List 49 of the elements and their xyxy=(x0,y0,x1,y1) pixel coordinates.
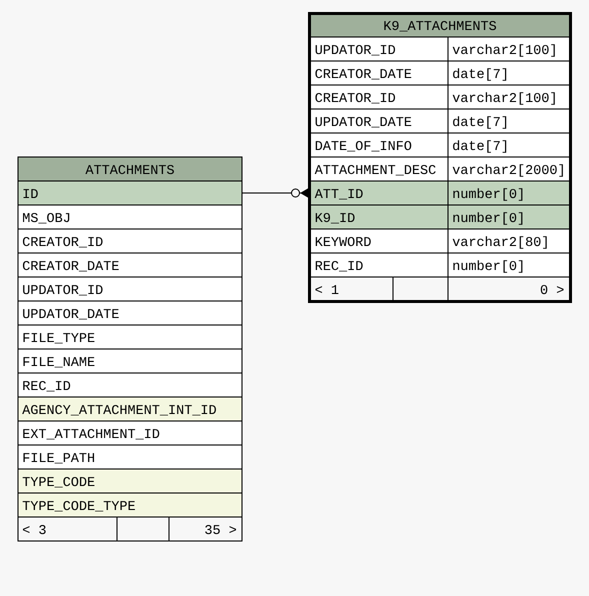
node-label: number[0] xyxy=(453,188,522,201)
node-label: UPDATOR_ID xyxy=(23,284,103,296)
node-label: FILE_NAME xyxy=(23,357,94,368)
table-row: CREATOR_ID xyxy=(18,228,242,252)
table-row: CREATOR_DATE xyxy=(18,252,242,276)
node-label: date[7] xyxy=(453,116,506,129)
table-row: UPDATOR_DATE date[7] xyxy=(310,108,570,133)
table-row: CREATOR_DATE date[7] xyxy=(310,60,570,85)
node-label: varchar2[100] xyxy=(452,92,555,105)
table-row: FILE_PATH xyxy=(18,444,242,468)
table-row: FILE_TYPE xyxy=(18,324,242,348)
table-row: ID xyxy=(18,180,242,204)
table-row: UPDATOR_ID varchar2[100] xyxy=(310,36,570,61)
table-row: KEYWORD varchar2[80] xyxy=(310,228,570,253)
node-label: CREATOR_ID xyxy=(315,92,396,104)
node-label: date[7] xyxy=(453,68,506,81)
table-row: TYPE_CODE xyxy=(18,468,242,492)
table-row: K9_ID number[0] xyxy=(310,204,570,229)
table-footer: < 1 0 > xyxy=(310,276,570,300)
table-row: FILE_NAME xyxy=(18,348,242,372)
table-row: REC_ID xyxy=(18,372,242,396)
table-row: EXT_ATTACHMENT_ID xyxy=(18,420,242,444)
table-row: ATTACHMENT_DESC varchar2[2000] xyxy=(310,156,570,181)
node-label: TYPE_CODE xyxy=(22,476,94,488)
table-row: UPDATOR_ID xyxy=(18,276,242,300)
table-row: CREATOR_ID varchar2[100] xyxy=(310,84,570,109)
node-label: UPDATOR_DATE xyxy=(23,308,119,320)
node-label: EXT_ATTACHMENT_ID xyxy=(23,428,160,440)
table-row: ATT_ID number[0] xyxy=(310,180,570,205)
node-label: UPDATOR_ID xyxy=(316,44,396,56)
node-label: CREATOR_ID xyxy=(22,236,103,248)
node-label: CREATOR_DATE xyxy=(315,68,412,80)
node-label: MS_OBJ xyxy=(23,212,70,224)
node-label: UPDATOR_DATE xyxy=(316,116,412,128)
node-label: KEYWORD xyxy=(316,236,371,246)
node-label: CREATOR_DATE xyxy=(22,260,119,272)
table-row: TYPE_CODE_TYPE xyxy=(18,492,242,516)
table-row: REC_ID number[0] xyxy=(310,252,570,277)
node-label: DATE_OF_INFO xyxy=(316,140,412,152)
table-row: DATE_OF_INFO date[7] xyxy=(310,132,570,157)
node-label: varchar2[80] xyxy=(452,236,547,249)
table-row: AGENCY_ATTACHMENT_INT_ID xyxy=(18,396,242,420)
node-label: varchar2[100] xyxy=(452,44,555,57)
node-label: ATT_ID xyxy=(314,189,363,200)
table-row: MS_OBJ xyxy=(18,204,242,228)
node-label: date[7] xyxy=(453,140,506,153)
table-footer: < 3 35 > xyxy=(18,516,242,541)
node-label: FILE_TYPE xyxy=(23,333,94,344)
table-row: UPDATOR_DATE xyxy=(18,300,242,324)
